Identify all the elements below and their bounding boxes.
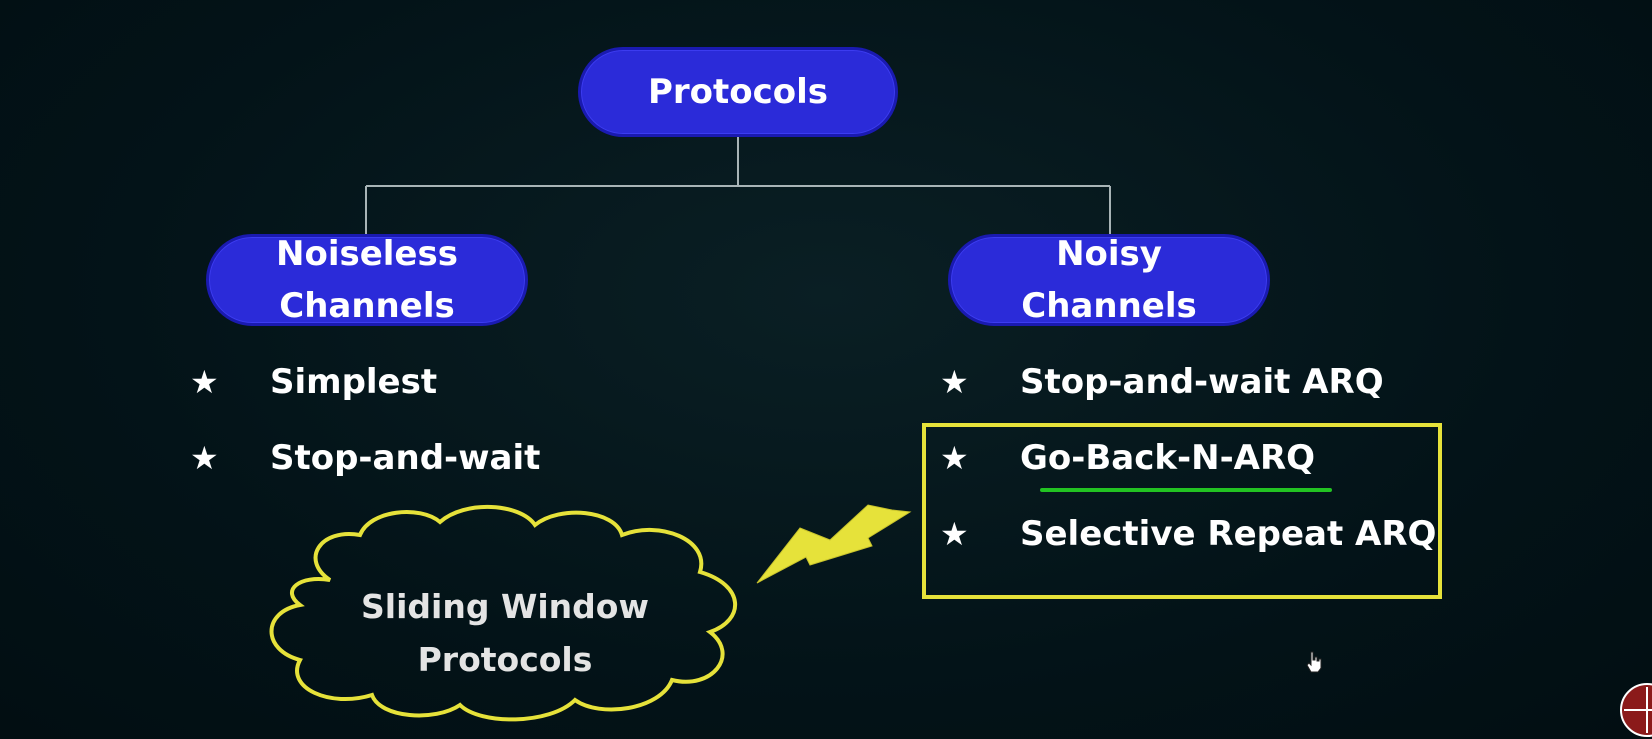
noisy-protocol-list: ★ Stop-and-wait ARQ ★ Go-Back-N-ARQ ★ Se…: [940, 344, 1436, 572]
sliding-window-highlight-box: [922, 423, 1442, 599]
sliding-window-protocols-label: Sliding Window Protocols: [361, 587, 649, 679]
list-item: ★ Simplest: [190, 344, 540, 420]
list-item-label: Stop-and-wait ARQ: [1020, 362, 1384, 402]
list-item: ★ Stop-and-wait ARQ: [940, 344, 1436, 420]
noiseless-protocol-list: ★ Simplest ★ Stop-and-wait: [190, 344, 540, 496]
list-item-label: Selective Repeat ARQ: [1020, 514, 1437, 554]
star-icon: ★: [940, 363, 969, 401]
star-icon: ★: [940, 439, 969, 477]
list-item-label: Simplest: [270, 362, 438, 402]
list-item: ★ Stop-and-wait: [190, 420, 540, 496]
noisy-channels-label: Noisy Channels: [1021, 234, 1197, 326]
star-icon: ★: [940, 515, 969, 553]
list-item-label: Go-Back-N-ARQ: [1020, 438, 1316, 478]
protocols-node-label: Protocols: [647, 72, 829, 112]
hand-cursor-icon: [1306, 651, 1322, 673]
channel-logo-icon: [1620, 683, 1652, 737]
star-icon: ★: [190, 363, 219, 401]
list-item: ★ Go-Back-N-ARQ: [940, 420, 1436, 496]
noisy-channels-node: Noisy Channels: [948, 234, 1270, 326]
protocols-node: Protocols: [578, 47, 898, 137]
noiseless-channels-node: Noiseless Channels: [206, 234, 528, 326]
star-icon: ★: [190, 439, 219, 477]
list-item-label: Stop-and-wait: [270, 438, 541, 478]
noiseless-channels-label: Noiseless Channels: [276, 234, 458, 326]
list-item: ★ Selective Repeat ARQ: [940, 496, 1436, 572]
lightning-bolt-icon: [756, 504, 912, 584]
go-back-n-underline: [1040, 488, 1332, 492]
cloud-shape-icon: [269, 504, 738, 722]
